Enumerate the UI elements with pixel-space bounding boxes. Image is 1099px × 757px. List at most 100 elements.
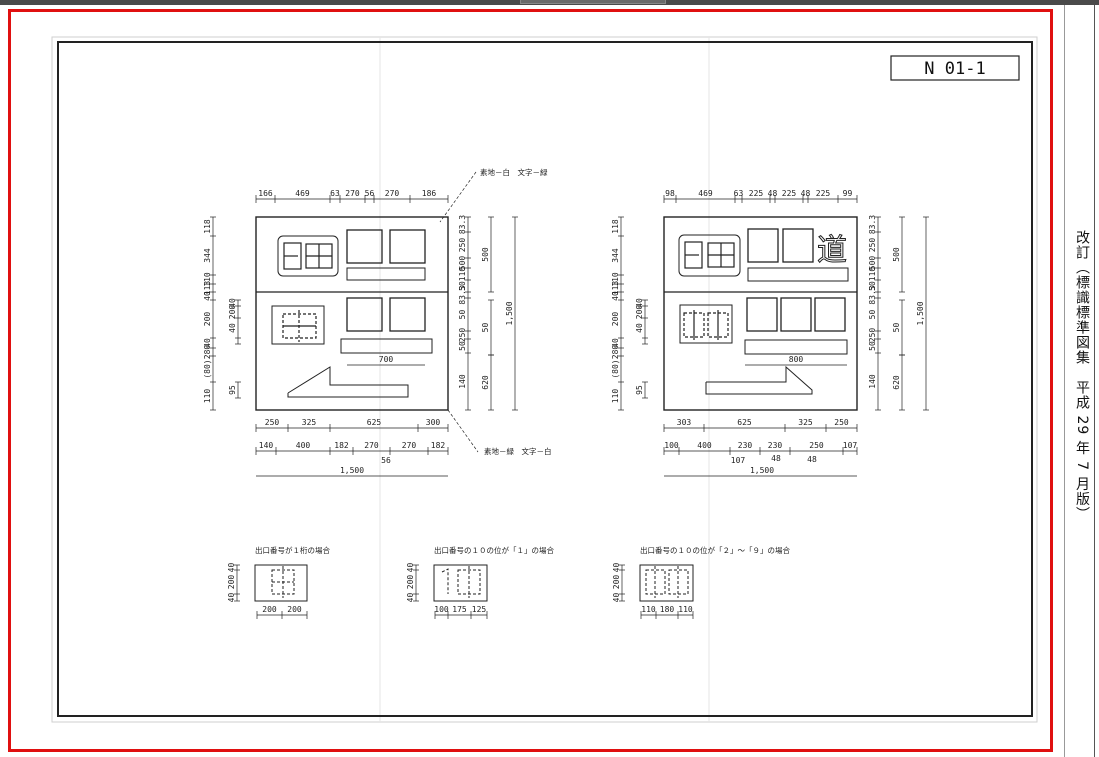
right-side-dim-3: 113 bbox=[611, 281, 620, 296]
left-note-top: 素地－白 文字－緑 bbox=[480, 167, 548, 177]
right-height-total-0: 1,500 bbox=[916, 301, 925, 325]
right-arrow-dim: 800 bbox=[789, 355, 804, 364]
right-bottom2-dim-5: 107 bbox=[843, 441, 858, 450]
right-right-dim-0: 83.3 bbox=[868, 215, 877, 234]
left-bottom2-dim-0: 140 bbox=[259, 441, 274, 450]
viewer-tab[interactable] bbox=[520, 0, 666, 4]
drawing-border bbox=[57, 41, 1033, 717]
right-inner-dim-1: 200 bbox=[635, 305, 644, 320]
right-bottom2-dim-4: 250 bbox=[809, 441, 824, 450]
left-side-dim-0: 118 bbox=[203, 219, 212, 234]
left-height-total-0: 1,500 bbox=[505, 301, 514, 325]
right-right-dim-3: 110 bbox=[868, 267, 877, 282]
detail-3-dim-0: 110 bbox=[641, 605, 656, 614]
right-arrow bbox=[705, 365, 813, 395]
left-side-dim-5: 200 bbox=[203, 312, 212, 327]
left-right-dim-7: 250 bbox=[458, 328, 467, 343]
left-right-dim-6: 50 bbox=[458, 310, 467, 320]
left-bottom2-dim-1: 400 bbox=[296, 441, 311, 450]
right-inner-dim-0: 40 bbox=[635, 298, 644, 308]
right-side-dim-7: 280 bbox=[611, 345, 620, 360]
left-right-dim-1: 250 bbox=[458, 238, 467, 253]
left-bottom2-dim-5: 182 bbox=[431, 441, 446, 450]
left-inner-dim-2: 40 bbox=[228, 323, 237, 333]
left-side-dim-3: 113 bbox=[203, 281, 212, 296]
left-side-dim-7: 280 bbox=[203, 345, 212, 360]
right-bottom2-dim-1: 400 bbox=[697, 441, 712, 450]
detail-3-vdim-1: 200 bbox=[612, 575, 621, 590]
right-sign-panel bbox=[663, 216, 858, 411]
right-side-dim-1: 344 bbox=[611, 248, 620, 263]
left-number-box bbox=[271, 305, 325, 345]
left-bottom-dim-3: 300 bbox=[426, 418, 441, 427]
right-exit-box bbox=[678, 234, 741, 277]
left-exit-glyph bbox=[282, 242, 333, 342]
right-bottom-dim-0: 303 bbox=[677, 418, 692, 427]
right-620-dim-0: 620 bbox=[892, 375, 901, 390]
left-right-dim-8: 50 bbox=[458, 341, 467, 351]
detail-2-vdim-1: 200 bbox=[406, 575, 415, 590]
left-side-dim-8: (80) bbox=[203, 359, 212, 378]
left-top-dim-3: 270 bbox=[345, 189, 360, 198]
right-right-dim-6: 50 bbox=[868, 310, 877, 320]
left-bottom-dim-2: 625 bbox=[367, 418, 382, 427]
right-side-dimensions: 1183441101134020040280(80)11040200409583… bbox=[611, 215, 929, 411]
right-number-box bbox=[679, 304, 733, 344]
detail-2-vdim-0: 40 bbox=[406, 563, 415, 573]
detail-1-title: 出口番号が１桁の場合 bbox=[255, 545, 330, 555]
left-top-dim-6: 186 bbox=[422, 189, 437, 198]
right-bottom-dim-3: 250 bbox=[834, 418, 849, 427]
right-top-dim-7: 225 bbox=[816, 189, 831, 198]
right-top-dim-1: 469 bbox=[698, 189, 713, 198]
left-bottom2-dim-2: 182 bbox=[334, 441, 349, 450]
left-620-dim-0: 620 bbox=[481, 375, 490, 390]
right-right-dim-1: 250 bbox=[868, 238, 877, 253]
right-right-dim-2: 500 bbox=[868, 256, 877, 271]
viewer-top-bar bbox=[0, 0, 1099, 5]
right-bottom2-dim-3: 230 bbox=[768, 441, 783, 450]
detail-1-dim-1: 200 bbox=[287, 605, 302, 614]
right-top-dim-5: 225 bbox=[782, 189, 797, 198]
detail-2-title: 出口番号の１０の位が「１」の場合 bbox=[434, 545, 554, 555]
left-note-bottom: 素地－緑 文字－白 bbox=[484, 446, 552, 456]
right-width-total: 1,500 bbox=[750, 466, 774, 475]
left-inner-dim-1: 200 bbox=[228, 305, 237, 320]
right-right-dim-4: 50 bbox=[868, 281, 877, 291]
right-right-dim-8: 50 bbox=[868, 341, 877, 351]
left-bottom-dim-0: 250 bbox=[265, 418, 280, 427]
detail-2-dim-1: 175 bbox=[452, 605, 467, 614]
right-right-dim-9: 140 bbox=[868, 374, 877, 389]
right-right-dim-7: 250 bbox=[868, 328, 877, 343]
detail-1-dim-0: 200 bbox=[262, 605, 277, 614]
left-side-dim-4: 40 bbox=[203, 291, 212, 301]
right-bottom-mid-0: 107 bbox=[731, 456, 746, 465]
left-right-dim-5: 83.3 bbox=[458, 285, 467, 304]
left-right-dim-3: 110 bbox=[458, 267, 467, 282]
detail-1-vdim-1: 200 bbox=[227, 575, 236, 590]
left-top-dim-5: 270 bbox=[385, 189, 400, 198]
right-500-dim-0: 500 bbox=[892, 247, 901, 262]
right-top-dim-0: 98 bbox=[665, 189, 675, 198]
detail-2: 出口番号の１０の位が「１」の場合 bbox=[433, 545, 554, 602]
left-side-dim-6: 40 bbox=[203, 338, 212, 348]
right-top-dim-3: 225 bbox=[749, 189, 764, 198]
left-side-dim-2: 110 bbox=[203, 272, 212, 287]
left-right-dim-4: 50 bbox=[458, 281, 467, 291]
right-top-dim-8: 99 bbox=[843, 189, 853, 198]
left-top-dim-1: 469 bbox=[295, 189, 310, 198]
left-arrow bbox=[287, 366, 409, 398]
left-500-dim-0: 500 bbox=[481, 247, 490, 262]
detail-2-dim-0: 100 bbox=[434, 605, 449, 614]
left-bottom2-dim-4: 270 bbox=[402, 441, 417, 450]
detail-3-dim-2: 110 bbox=[678, 605, 693, 614]
right-95-dim-0: 95 bbox=[635, 385, 644, 395]
right-top-dim-6: 48 bbox=[801, 189, 811, 198]
right-bottom-mid-2: 48 bbox=[807, 455, 817, 464]
drawing-number: N 01-1 bbox=[924, 59, 985, 79]
right-side-dim-2: 110 bbox=[611, 272, 620, 287]
left-50-dim-0: 50 bbox=[481, 323, 490, 333]
left-95-dim-0: 95 bbox=[228, 385, 237, 395]
